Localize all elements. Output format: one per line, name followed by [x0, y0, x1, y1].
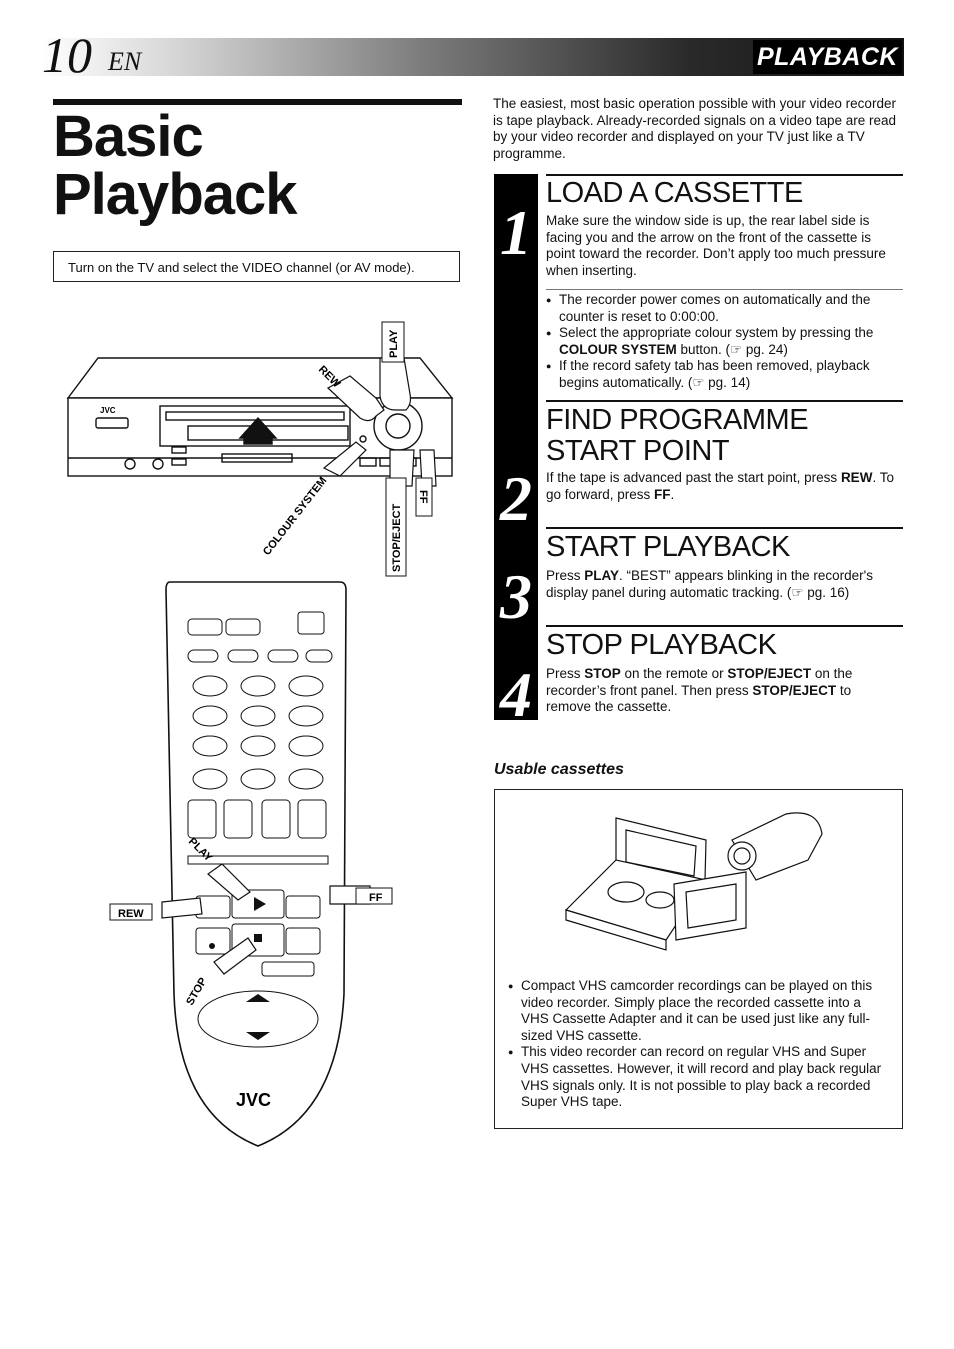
vcr-label-ff: FF	[417, 490, 429, 504]
step-4-rule	[546, 625, 903, 627]
tv-note: Turn on the TV and select the VIDEO chan…	[53, 251, 460, 282]
remote-control-illustration: JVC PLAY REW FF STOP	[109, 581, 393, 1147]
usable-cassettes-notes: Compact VHS camcorder recordings can be …	[508, 978, 888, 1111]
step-2-rule	[546, 400, 903, 402]
step-1-bullet-3: If the record safety tab has been remove…	[546, 358, 898, 391]
text-run: STOP/EJECT	[752, 682, 837, 698]
text-run: on the recorder’s front panel. Then pres…	[546, 666, 853, 698]
step-1-number: 1	[500, 197, 532, 268]
remote-label-ff: FF	[369, 892, 383, 904]
text-run: FF	[654, 486, 671, 502]
text-run: .	[670, 486, 675, 502]
step-1-bullet-2: Select the appropriate colour system by …	[546, 325, 898, 358]
step-2-heading: FIND PROGRAMME START POINT	[546, 404, 809, 467]
text-run: If the tape is advanced past the start p…	[546, 470, 841, 485]
step-3-body: Press PLAY. “BEST” appears blinking in t…	[546, 568, 898, 601]
title-rule	[53, 99, 462, 105]
step-number-bar	[494, 174, 538, 720]
remote-brand: JVC	[236, 1090, 271, 1110]
vcr-label-colour-system: COLOUR SYSTEM	[261, 475, 330, 558]
page-title-line2: Playback	[53, 162, 298, 227]
text-run: . “BEST” appears blinking in the recorde…	[546, 568, 873, 600]
text-run: . To go forward, press	[546, 470, 894, 502]
step-1-separator	[546, 289, 903, 290]
text-run: to remove the cassette.	[546, 682, 852, 715]
step-2-body: If the tape is advanced past the start p…	[546, 470, 898, 503]
step-1-notes: The recorder power comes on automaticall…	[546, 292, 898, 392]
text-run: PLAY	[584, 568, 620, 583]
text-run: Press	[546, 568, 585, 583]
step-4-number: 4	[500, 659, 532, 730]
text-run: on the remote or	[620, 666, 728, 681]
page-title-line1: Basic	[53, 104, 204, 169]
page-language: EN	[108, 47, 142, 76]
cassette-adapter-illustration	[564, 812, 823, 951]
vcr-label-stop-eject: STOP/EJECT	[391, 503, 403, 572]
step-1-body: Make sure the window side is up, the rea…	[546, 213, 886, 278]
text-run: Press	[546, 666, 585, 681]
step-4-body: Press STOP on the remote or STOP/EJECT o…	[546, 666, 898, 716]
page-title: Basic Playback	[53, 108, 462, 224]
text-run: STOP	[584, 666, 621, 681]
usable-cassettes-heading: Usable cassettes	[494, 761, 624, 778]
text-run: STOP/EJECT	[727, 666, 812, 681]
usable-note-2: This video recorder can record on regula…	[508, 1044, 888, 1110]
usable-note-1: Compact VHS camcorder recordings can be …	[508, 978, 888, 1044]
step-1-rule	[546, 174, 903, 176]
step-1-bullet-list: The recorder power comes on automaticall…	[546, 292, 898, 392]
step-1-bullet-1: The recorder power comes on automaticall…	[546, 292, 898, 325]
usable-cassettes-bullet-list: Compact VHS camcorder recordings can be …	[508, 978, 888, 1111]
step-3-rule	[546, 527, 903, 529]
step-4-heading: STOP PLAYBACK	[546, 629, 777, 661]
remote-label-rew: REW	[118, 908, 144, 920]
usable-cassettes-box	[494, 789, 903, 1129]
text-run: REW	[840, 470, 873, 485]
intro-paragraph: The easiest, most basic operation possib…	[493, 96, 896, 161]
section-label: PLAYBACK	[752, 40, 902, 74]
step-2-number: 2	[500, 463, 532, 534]
step-1-heading: LOAD A CASSETTE	[546, 177, 803, 209]
vcr-brand: JVC	[100, 406, 116, 415]
vcr-label-play: PLAY	[388, 329, 400, 358]
vcr-front-panel-illustration: JVC PLAY REW COLOUR SYSTEM STOP/EJECT FF	[66, 321, 454, 577]
step-3-number: 3	[500, 561, 532, 632]
page-number: 10	[42, 27, 92, 83]
step-3-heading: START PLAYBACK	[546, 531, 790, 563]
